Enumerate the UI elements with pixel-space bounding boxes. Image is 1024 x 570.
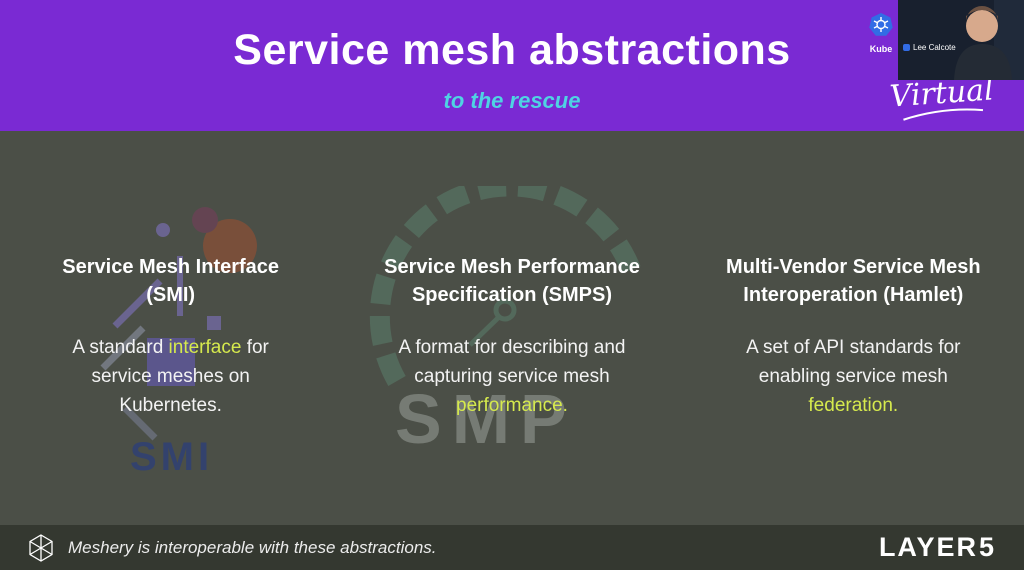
columns-row: Service Mesh Interface (SMI) A standard …: [0, 131, 1024, 525]
smp-watermark-text: SMP: [395, 380, 577, 458]
kubernetes-logo-icon: [868, 13, 894, 41]
kubernetes-badge-label: Kube: [869, 44, 893, 54]
column-body: A standard interface for service meshes …: [72, 337, 269, 416]
footer-tagline: Meshery is interoperable with these abst…: [68, 537, 437, 557]
slide-footer: Meshery is interoperable with these abst…: [0, 525, 1024, 570]
slide-header: Service mesh abstractions to the rescue: [0, 0, 1024, 131]
slide-subtitle: to the rescue: [443, 88, 581, 113]
highlight-text: interface: [168, 337, 242, 358]
column-hamlet: Multi-Vendor Service Mesh Interoperation…: [683, 131, 1024, 525]
meshery-logo-icon: [28, 533, 54, 562]
layer5-logo: LAYER5: [878, 532, 996, 562]
speedometer-watermark: [360, 176, 700, 401]
event-script-text: Virtual: [871, 71, 1014, 124]
smi-watermark-text: SMI: [130, 435, 213, 479]
kubernetes-badge: Kube: [866, 12, 896, 54]
highlight-text: federation.: [808, 395, 899, 416]
participant-icon: [903, 44, 910, 51]
smi-logo-watermark: SMI: [85, 196, 315, 501]
column-heading: Service Mesh Interface (SMI): [62, 256, 280, 306]
column-heading: Service Mesh Performance Specification (…: [384, 256, 640, 306]
slide-body: SMI SMP Service Mesh Interface (SMI) A s…: [0, 131, 1024, 525]
column-smps: Service Mesh Performance Specification (…: [341, 131, 682, 525]
column-smi: Service Mesh Interface (SMI) A standard …: [0, 131, 341, 525]
highlight-text: performance.: [456, 395, 568, 416]
column-body: A format for describing and capturing se…: [398, 337, 626, 416]
column-body: A set of API standards for enabling serv…: [746, 337, 961, 416]
underline-swoosh-icon: [903, 108, 984, 121]
column-heading: Multi-Vendor Service Mesh Interoperation…: [726, 256, 981, 306]
slide-title: Service mesh abstractions: [233, 26, 791, 74]
webcam-thumbnail[interactable]: Lee Calcote: [898, 0, 1024, 80]
speaker-video-icon: [898, 0, 1024, 80]
speaker-name-label: Lee Calcote: [903, 43, 956, 52]
